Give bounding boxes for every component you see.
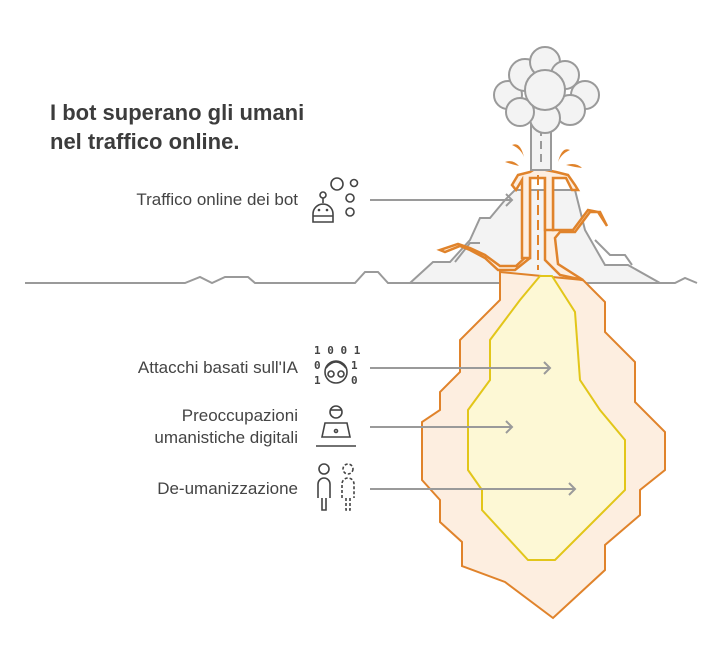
bot-icon (312, 177, 359, 223)
ai-face-icon (324, 360, 348, 384)
mountain (407, 189, 664, 284)
binary-right-2: 1 (351, 359, 358, 372)
ground-line-right (660, 276, 698, 284)
label-bot-traffic: Traffico online dei bot (136, 190, 298, 209)
binary-digits-row1: 1 0 0 1 (314, 344, 361, 357)
title-line-2: nel traffico online. (50, 129, 240, 154)
dehumanization-icon (317, 463, 355, 511)
label-digital-humanism-line1: Preoccupazioni (181, 406, 298, 425)
label-ai-attacks: Attacchi basati sull'IA (137, 358, 298, 377)
label-dehumanization: De-umanizzazione (157, 479, 298, 498)
label-digital-humanism-line2: umanistiche digitali (154, 428, 298, 447)
title-line-1: I bot superano gli umani (50, 100, 305, 125)
page-title: I bot superano gli umani nel traffico on… (50, 98, 304, 156)
label-digital-humanism: Preoccupazioni umanistiche digitali (154, 405, 298, 449)
lava-conduit (436, 174, 532, 272)
binary-left-3: 1 (314, 374, 321, 387)
arrows (370, 193, 577, 496)
binary-right-3: 0 (351, 374, 358, 387)
binary-left-2: 0 (314, 359, 321, 372)
ground-line (25, 271, 410, 285)
ash-cloud (493, 46, 600, 134)
lava-splashes (505, 144, 582, 168)
laptop-user-icon (316, 405, 356, 447)
